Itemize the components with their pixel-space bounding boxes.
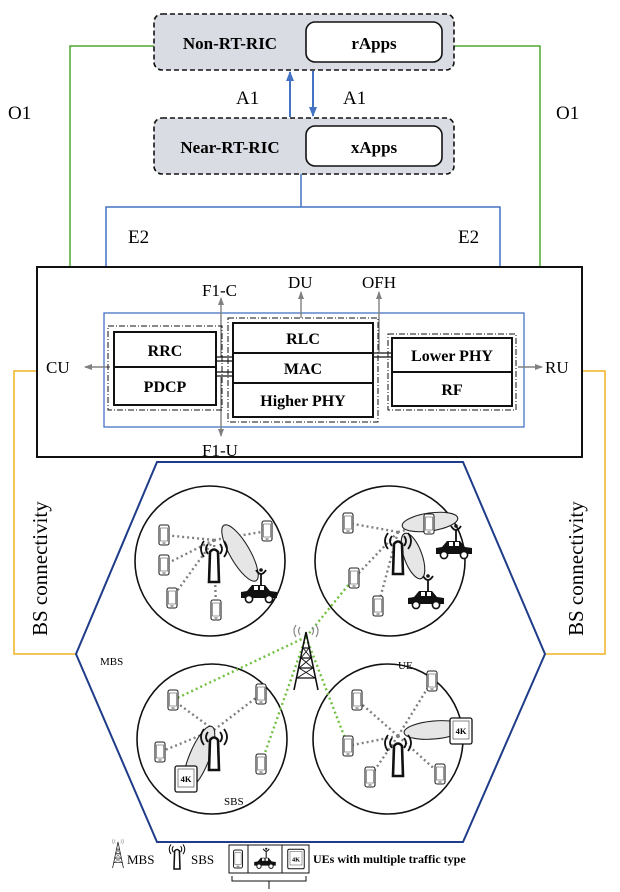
legend: MBS SBS UEs with multiple traffic type [112, 838, 466, 889]
rf-box [391, 371, 513, 407]
ue-phone [261, 520, 273, 542]
lower-phy-box [391, 337, 513, 373]
du-label: DU [288, 273, 313, 292]
stack-connectors [216, 352, 392, 377]
ue-label: UE [398, 660, 413, 672]
ue-phone [423, 513, 435, 535]
ru-dashed-group [387, 333, 517, 411]
ue-phone [348, 567, 360, 589]
near-rt-ric-box: Near-RT-RIC xApps [153, 117, 455, 175]
cu-label: CU [46, 358, 70, 377]
legend-bracket [231, 876, 307, 882]
f1c-label: F1-C [202, 281, 237, 300]
sbs-label: SBS [224, 796, 244, 808]
non-rt-ric-box: Non-RT-RIC rApps [153, 13, 455, 71]
ue-phone [166, 587, 178, 609]
legend-tablet-icon [287, 848, 305, 870]
o1-interface-lines [69, 45, 541, 267]
mbs-label: MBS [100, 656, 123, 668]
ue-phone [255, 753, 267, 775]
o1-left-label: O1 [8, 103, 31, 124]
du-dashed-group [227, 317, 379, 423]
legend-ue-group-box [228, 844, 310, 874]
ue-phone [434, 763, 446, 785]
bs-connectivity-right-label: BS connectivity [564, 501, 588, 636]
tablet-4k-ue [174, 765, 198, 793]
legend-ues-label: UEs with multiple traffic type [313, 852, 466, 866]
higher-phy-label: Higher PHY [260, 393, 346, 410]
ue-phone [342, 512, 354, 534]
a1-right-label: A1 [343, 88, 366, 109]
tablet-4k-ue [449, 717, 473, 745]
rrc-label: RRC [148, 343, 183, 360]
ue-phone [158, 524, 170, 546]
near-rt-ric-label: Near-RT-RIC [180, 138, 279, 157]
a1-interface-arrows [286, 71, 317, 117]
ue-phone [351, 689, 363, 711]
non-rt-ric-label: Non-RT-RIC [183, 34, 277, 53]
rapps-label: rApps [351, 34, 397, 53]
ue-phone [364, 766, 376, 788]
pdcp-box [113, 366, 217, 406]
cu-dashed-group [107, 325, 223, 411]
ue-phone [342, 735, 354, 757]
ue-phone [210, 599, 222, 621]
a1-left-label: A1 [236, 88, 259, 109]
legend-car-icon [253, 847, 277, 869]
legend-mbs-icon [112, 838, 124, 869]
f1u-label: F1-U [202, 441, 238, 460]
rapps-box [305, 21, 443, 63]
rlc-label: RLC [286, 331, 320, 348]
legend-sbs-icon [168, 843, 186, 870]
rrc-box [113, 331, 217, 368]
lower-phy-label: Lower PHY [411, 348, 493, 365]
xapps-label: xApps [351, 138, 398, 157]
rf-label: RF [441, 382, 463, 399]
ofh-label: OFH [362, 273, 396, 292]
ru-label: RU [545, 358, 569, 377]
o1-right-label: O1 [556, 103, 579, 124]
mac-label: MAC [284, 361, 322, 378]
legend-mbs-label: MBS [127, 852, 154, 867]
bs-connectivity-left-label: BS connectivity [28, 501, 52, 636]
legend-sbs-label: SBS [191, 852, 214, 867]
bs-connectivity-lines [13, 370, 606, 655]
ue-phone [372, 595, 384, 617]
higher-phy-box [232, 382, 374, 418]
ue-phone [154, 741, 166, 763]
e2-left-label: E2 [128, 227, 149, 248]
ue-phone [426, 670, 438, 692]
ue-phone [167, 689, 179, 711]
ue-phone [255, 683, 267, 705]
ue-phone [158, 554, 170, 576]
ran-inner-blue-box [103, 312, 525, 428]
legend-phone-icon [233, 849, 243, 869]
xapps-box [305, 125, 443, 167]
e2-interface-line [105, 206, 501, 267]
e2-right-label: E2 [458, 227, 479, 248]
pdcp-label: PDCP [144, 379, 187, 396]
